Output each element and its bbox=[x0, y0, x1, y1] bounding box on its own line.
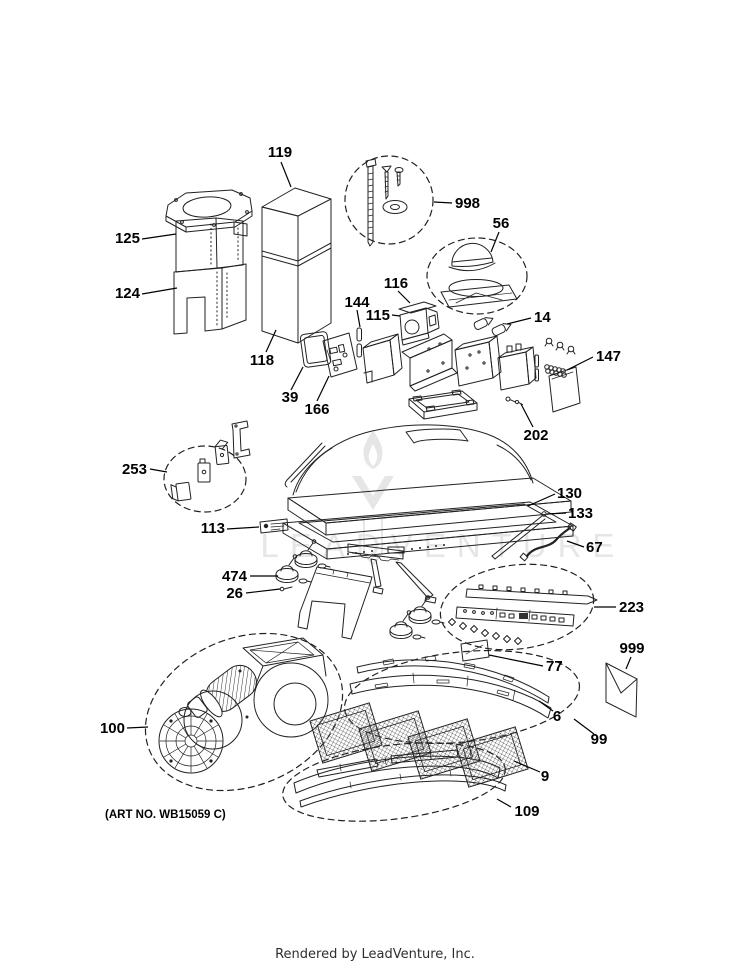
leader-99 bbox=[573, 718, 595, 735]
leader-130 bbox=[527, 493, 556, 507]
hardware-kit bbox=[344, 155, 434, 247]
callout-9: 9 bbox=[541, 768, 549, 785]
pin-fasteners bbox=[356, 327, 362, 358]
circuit-board bbox=[322, 332, 358, 378]
leader-77 bbox=[488, 654, 544, 667]
leader-100 bbox=[126, 726, 149, 729]
leader-144 bbox=[356, 309, 361, 328]
leader-56 bbox=[490, 231, 500, 253]
leader-147 bbox=[566, 356, 594, 371]
support-rod-left bbox=[284, 442, 326, 488]
leader-125 bbox=[141, 233, 177, 240]
watermark-text: LEADVENTURE bbox=[261, 527, 626, 564]
callout-253: 253 bbox=[122, 461, 147, 478]
watermark-logo-icon bbox=[352, 430, 394, 566]
support-stand bbox=[297, 566, 373, 640]
mounting-channel bbox=[401, 333, 458, 392]
callout-999: 999 bbox=[619, 640, 644, 657]
watermark: LEADVENTURE bbox=[261, 430, 626, 566]
callout-125: 125 bbox=[115, 230, 140, 247]
leader-119 bbox=[280, 161, 292, 188]
leader-253 bbox=[149, 468, 168, 473]
mounting-strap-bracket bbox=[347, 543, 437, 604]
footer-credit: Rendered by LeadVenture, Inc. bbox=[275, 947, 475, 962]
component-box-1 bbox=[362, 333, 403, 384]
leader-113 bbox=[226, 526, 260, 530]
callout-998: 998 bbox=[455, 195, 480, 212]
wire-harness bbox=[519, 522, 577, 562]
leader-lines bbox=[126, 161, 632, 808]
support-rod-133 bbox=[491, 511, 547, 560]
callout-100: 100 bbox=[100, 720, 125, 737]
leader-202 bbox=[520, 403, 534, 428]
callout-223: 223 bbox=[619, 599, 644, 616]
component-box-2 bbox=[454, 335, 502, 387]
label-plate bbox=[259, 518, 289, 534]
badge-plate bbox=[460, 639, 490, 662]
control-panel-kit bbox=[439, 563, 598, 651]
control-housing bbox=[398, 301, 440, 346]
leader-999 bbox=[625, 656, 632, 670]
lamp-holders bbox=[275, 539, 445, 640]
leader-124 bbox=[141, 287, 178, 295]
leader-998 bbox=[433, 201, 453, 204]
callout-67: 67 bbox=[586, 539, 603, 556]
callout-118: 118 bbox=[250, 352, 274, 369]
callout-99: 99 bbox=[591, 731, 608, 748]
leader-6 bbox=[538, 700, 554, 712]
hanger-bracket bbox=[231, 420, 251, 459]
spacer-bullets bbox=[473, 317, 512, 336]
hood-canopy bbox=[287, 424, 572, 536]
callout-56: 56 bbox=[493, 215, 510, 232]
callout-109: 109 bbox=[514, 803, 539, 820]
callout-116: 116 bbox=[384, 275, 408, 292]
callout-144: 144 bbox=[344, 294, 370, 311]
callout-119: 119 bbox=[268, 144, 292, 161]
screws-202 bbox=[505, 396, 524, 406]
leader-67 bbox=[566, 540, 585, 548]
leader-166 bbox=[316, 375, 330, 402]
callout-6: 6 bbox=[553, 708, 561, 725]
callout-26: 26 bbox=[226, 585, 243, 602]
callout-77: 77 bbox=[546, 658, 563, 675]
bottom-trim-frame bbox=[282, 742, 507, 822]
clip-fasteners bbox=[534, 337, 576, 382]
sensor-kit bbox=[163, 439, 247, 513]
screw-26 bbox=[279, 586, 293, 592]
callout-labels: 119 125 124 118 998 56 116 115 144 14 14… bbox=[100, 144, 645, 820]
callout-474: 474 bbox=[222, 568, 248, 585]
leader-116 bbox=[397, 290, 411, 304]
leader-109 bbox=[496, 798, 512, 808]
leader-133 bbox=[546, 512, 567, 515]
window-frame bbox=[299, 331, 332, 368]
art-number: (ART NO. WB15059 C) bbox=[105, 809, 226, 821]
leader-115 bbox=[391, 314, 401, 317]
damper-assembly bbox=[426, 237, 528, 315]
callout-115: 115 bbox=[366, 307, 390, 324]
blower-assembly bbox=[144, 632, 344, 792]
leader-9 bbox=[513, 760, 541, 773]
callout-124: 124 bbox=[115, 285, 141, 302]
duct-cover-assembly bbox=[165, 189, 253, 335]
callout-113: 113 bbox=[201, 520, 225, 537]
duct-drawing bbox=[261, 187, 332, 344]
mesh-filters bbox=[309, 702, 529, 788]
leader-14 bbox=[506, 317, 532, 325]
callout-202: 202 bbox=[523, 427, 548, 444]
transition-frame bbox=[408, 389, 478, 420]
leader-26 bbox=[245, 588, 281, 594]
literature-envelope bbox=[605, 662, 638, 718]
callout-14: 14 bbox=[534, 309, 551, 326]
callout-133: 133 bbox=[568, 505, 593, 522]
leader-118 bbox=[265, 329, 277, 353]
callout-39: 39 bbox=[282, 389, 299, 406]
callout-130: 130 bbox=[557, 485, 582, 502]
filter-support bbox=[343, 649, 581, 745]
callout-147: 147 bbox=[596, 348, 621, 365]
callout-166: 166 bbox=[304, 401, 329, 418]
leader-39 bbox=[290, 366, 304, 391]
terminal-box bbox=[497, 343, 537, 391]
